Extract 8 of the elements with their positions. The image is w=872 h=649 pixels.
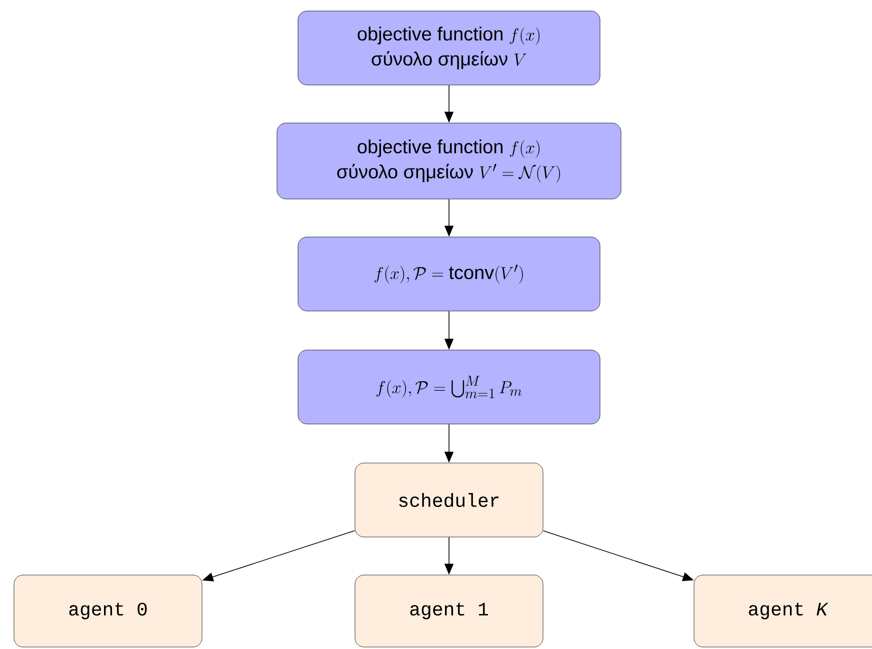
process-box: $f(x), \mathcal{P} = \bigcup_{m=1}^{M} P_m$ bbox=[298, 350, 600, 424]
process-box: $\text{objective function } f(x)$ $\text{σύνολο σημείων } V' = \mathcal{N}(V)$ bbox=[276, 122, 622, 200]
agent-box: agent 0 bbox=[14, 574, 202, 648]
scheduler-box: scheduler bbox=[354, 462, 544, 538]
agent-box: agent 1 bbox=[354, 574, 544, 648]
process-box: $f(x), \mathcal{P} = \text{tconv}(V')$ bbox=[298, 236, 600, 312]
agent-box: agent K bbox=[694, 574, 872, 648]
process-box: $\text{objective function } f(x)$ $\text{σύνολο σημείων } V$ bbox=[298, 10, 600, 86]
